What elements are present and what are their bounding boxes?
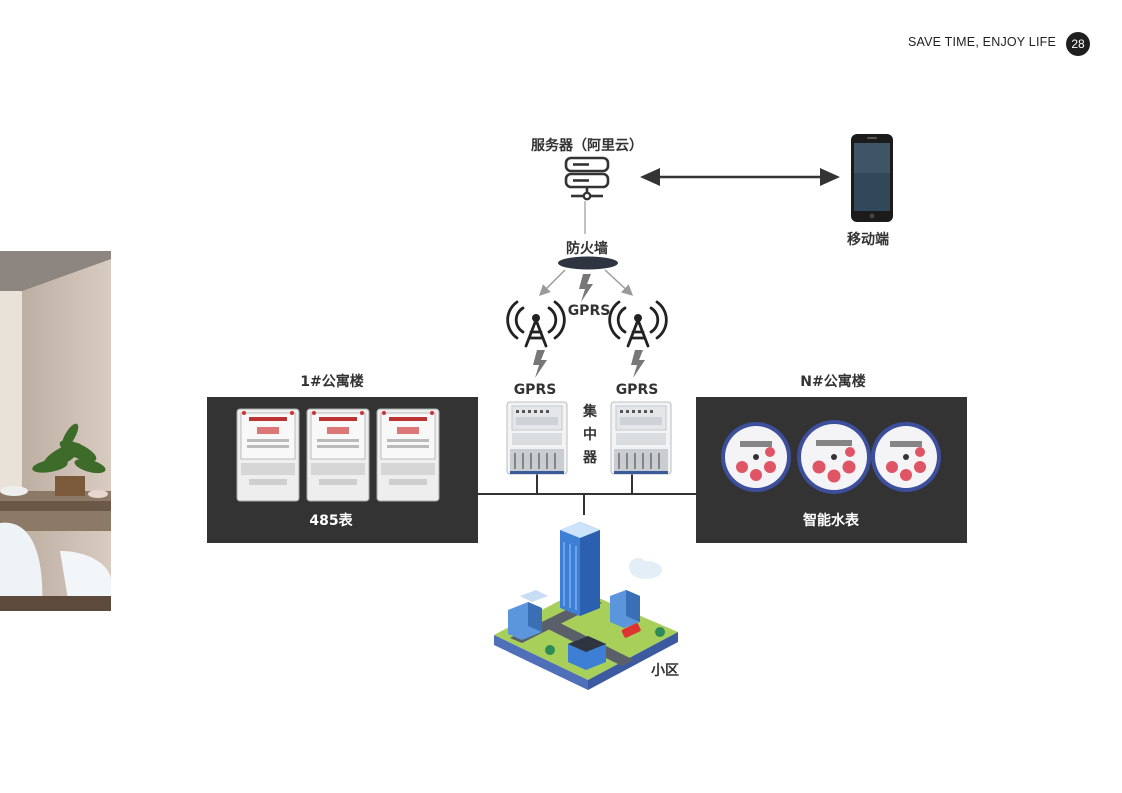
water-meter-panel: 智能水表 bbox=[696, 397, 967, 543]
electric-meter-panel: 485表 bbox=[207, 397, 478, 543]
firewall-label: 防火墙 bbox=[566, 241, 608, 257]
lightning-icon bbox=[533, 350, 547, 378]
community-illustration bbox=[494, 522, 678, 690]
lightning-icon bbox=[631, 350, 645, 378]
header-tagline: SAVE TIME, ENJOY LIFE bbox=[908, 35, 1056, 49]
community-label: 小区 bbox=[651, 663, 679, 679]
smartphone-icon bbox=[851, 134, 893, 222]
signal-tower-icon-left bbox=[506, 300, 566, 348]
concentrator-label-char: 中 bbox=[583, 427, 597, 443]
page-number-badge: 28 bbox=[1066, 32, 1090, 56]
building-n-label: N#公寓楼 bbox=[800, 374, 866, 390]
firewall-icon bbox=[558, 256, 618, 270]
concentrator-label-char: 器 bbox=[583, 450, 597, 466]
mobile-label: 移动端 bbox=[847, 232, 889, 248]
interior-photo bbox=[0, 251, 111, 611]
bidirectional-arrow bbox=[640, 168, 840, 186]
gprs-label-right: GPRS bbox=[615, 382, 659, 398]
gprs-label-left: GPRS bbox=[513, 382, 557, 398]
concentrator-label-char: 集 bbox=[583, 404, 597, 420]
concentrator-device-left bbox=[506, 401, 568, 475]
signal-tower-icon-right bbox=[608, 300, 668, 348]
building-1-label: 1#公寓楼 bbox=[300, 374, 364, 390]
electric-meter-group bbox=[236, 408, 440, 502]
meter-485-label: 485表 bbox=[309, 513, 353, 529]
lightning-icon bbox=[579, 274, 593, 302]
concentrator-device-right bbox=[610, 401, 672, 475]
concentrator-label: 集 中 器 bbox=[583, 401, 599, 470]
server-label: 服务器（阿里云） bbox=[531, 138, 643, 154]
server-icon bbox=[564, 156, 610, 201]
water-meter-group bbox=[721, 420, 941, 494]
water-meter-label: 智能水表 bbox=[803, 513, 859, 529]
gprs-label-top: GPRS bbox=[567, 303, 611, 319]
electric-meter-icon bbox=[236, 408, 300, 502]
